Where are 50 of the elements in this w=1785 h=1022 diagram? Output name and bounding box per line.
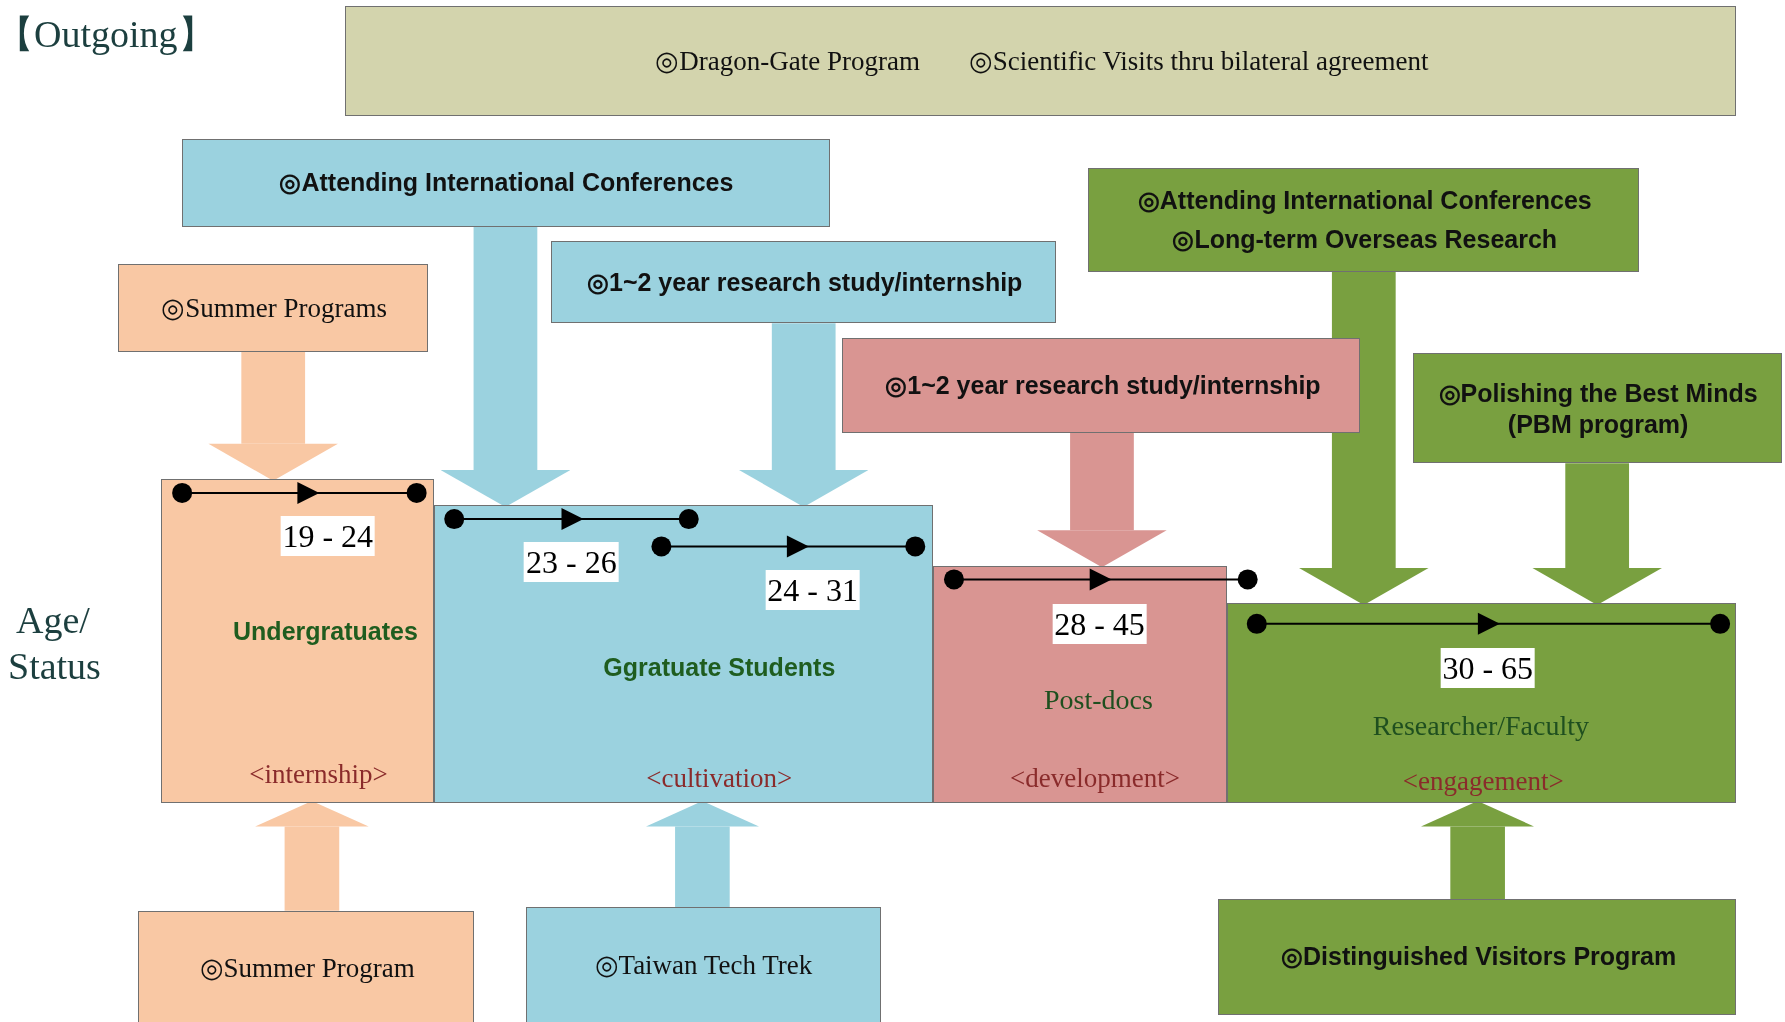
program-text: ◎Summer Program <box>199 951 415 985</box>
program-text: ◎Dragon-Gate Program <box>655 45 920 79</box>
block-arrow <box>645 801 760 908</box>
age-range: 28 - 45 <box>1052 603 1147 644</box>
program-text: ◎Scientific Visits thru bilateral agreement <box>968 45 1429 79</box>
block-arrow <box>738 323 869 507</box>
status-title: Researcher/Faculty <box>1372 708 1589 743</box>
status-panel <box>1227 603 1737 803</box>
program-text: ◎Distinguished Visitors Program <box>1281 941 1677 973</box>
program-box <box>1412 352 1782 464</box>
program-text: ◎1~2 year research study/internship <box>587 267 1023 299</box>
stage-text: <internship> <box>249 758 388 792</box>
stage-text: <development> <box>1010 761 1180 795</box>
program-box <box>137 910 474 1022</box>
program-box <box>344 5 1737 117</box>
program-text: ◎Polishing the Best Minds (PBM program) <box>1437 377 1759 440</box>
program-box <box>525 907 882 1022</box>
age-range: 30 - 65 <box>1440 648 1536 689</box>
program-text: ◎Long-term Overseas Research <box>1172 224 1558 256</box>
program-text: ◎1~2 year research study/internship <box>885 370 1321 402</box>
stage-text: <engagement> <box>1402 765 1564 799</box>
program-box <box>182 138 830 227</box>
status-panel <box>933 565 1228 803</box>
status-panel <box>160 479 434 803</box>
block-arrow <box>1037 432 1167 568</box>
age-range: 23 - 26 <box>524 542 619 583</box>
age-range: 24 - 31 <box>765 569 860 610</box>
block-arrow <box>1299 272 1429 605</box>
program-text: ◎Summer Programs <box>161 292 388 326</box>
program-text: ◎Taiwan Tech Trek <box>594 949 813 983</box>
status-title: Undergratuates <box>233 616 418 648</box>
status-title: Ggratuate Students <box>603 652 836 684</box>
program-box <box>550 241 1057 324</box>
block-arrow <box>440 226 571 507</box>
block-arrow <box>1420 801 1535 900</box>
program-box <box>118 264 429 352</box>
stage-text: <cultivation> <box>646 761 793 795</box>
block-arrow <box>255 801 369 911</box>
status-title: Post-docs <box>1043 682 1153 717</box>
program-box <box>842 338 1361 433</box>
age-range: 19 - 24 <box>280 516 376 557</box>
axis-label: Age/ Status <box>8 598 98 689</box>
program-box <box>1218 899 1737 1016</box>
program-text: ◎Attending International Conferences <box>279 167 734 199</box>
program-text: ◎Attending International Conferences <box>1137 185 1592 217</box>
section-heading: 【Outgoing】 <box>0 12 216 57</box>
block-arrow <box>1532 463 1662 605</box>
block-arrow <box>208 351 338 481</box>
status-panel <box>433 505 934 803</box>
program-box <box>1088 168 1640 273</box>
